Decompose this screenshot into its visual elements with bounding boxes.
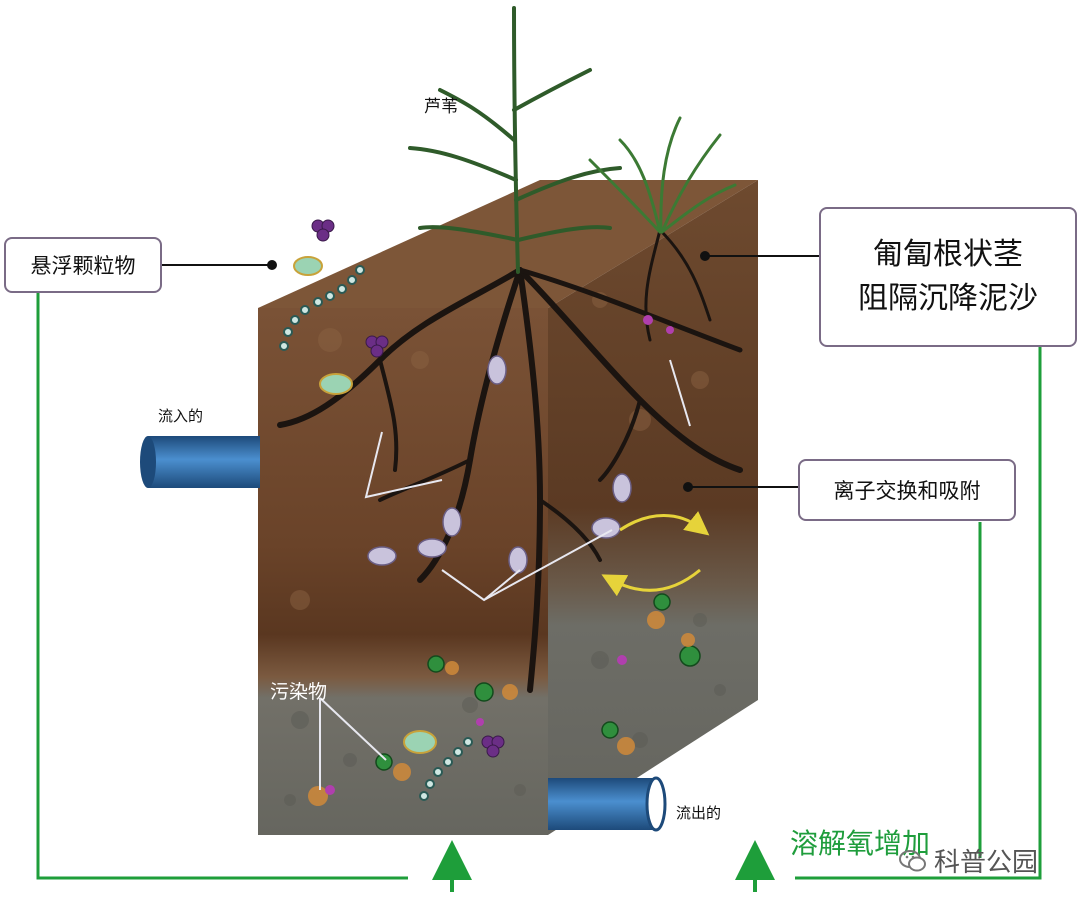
outflow-label: 流出的 xyxy=(676,804,722,822)
grass-plant xyxy=(588,116,737,234)
soil-block-top xyxy=(258,180,758,308)
ion-exchange-box: 离子交换和吸附 xyxy=(798,459,1016,521)
pollutants-label: 污染物 xyxy=(270,681,328,703)
rhizome-box: 匍匐根状茎 阻隔沉降泥沙 xyxy=(819,207,1077,347)
ion-exchange-arrows xyxy=(601,511,710,597)
label-leader-lines xyxy=(162,251,819,492)
rhizome-label-line2: 阻隔沉降泥沙 xyxy=(858,281,1038,316)
soil-block-side xyxy=(548,180,758,835)
inflow-pipe xyxy=(140,436,260,488)
gravel-texture xyxy=(284,613,726,806)
oxygen-arrows xyxy=(432,840,775,892)
wechat-icon xyxy=(899,849,926,871)
soil-block-front xyxy=(258,308,548,835)
flow-frame-lines xyxy=(36,293,1042,880)
suspended-particles-label: 悬浮颗粒物 xyxy=(30,254,136,278)
watermark-text: 科普公园 xyxy=(934,848,1039,878)
ion-exchange-label: 离子交换和吸附 xyxy=(833,479,981,503)
watermark: 科普公园 xyxy=(898,842,1038,879)
inflow-label: 流入的 xyxy=(158,407,204,425)
outflow-pipe xyxy=(548,776,667,832)
reed-label: 芦苇 xyxy=(424,97,458,117)
suspended-particles-box: 悬浮颗粒物 xyxy=(4,237,162,293)
suspended-particles xyxy=(279,219,701,806)
reed-plant xyxy=(408,6,622,274)
rhizome-label-line1: 匍匐根状茎 xyxy=(873,237,1023,272)
pointer-lines xyxy=(319,359,691,790)
dissolved-oxygen-label: 溶解氧增加 xyxy=(790,827,931,860)
